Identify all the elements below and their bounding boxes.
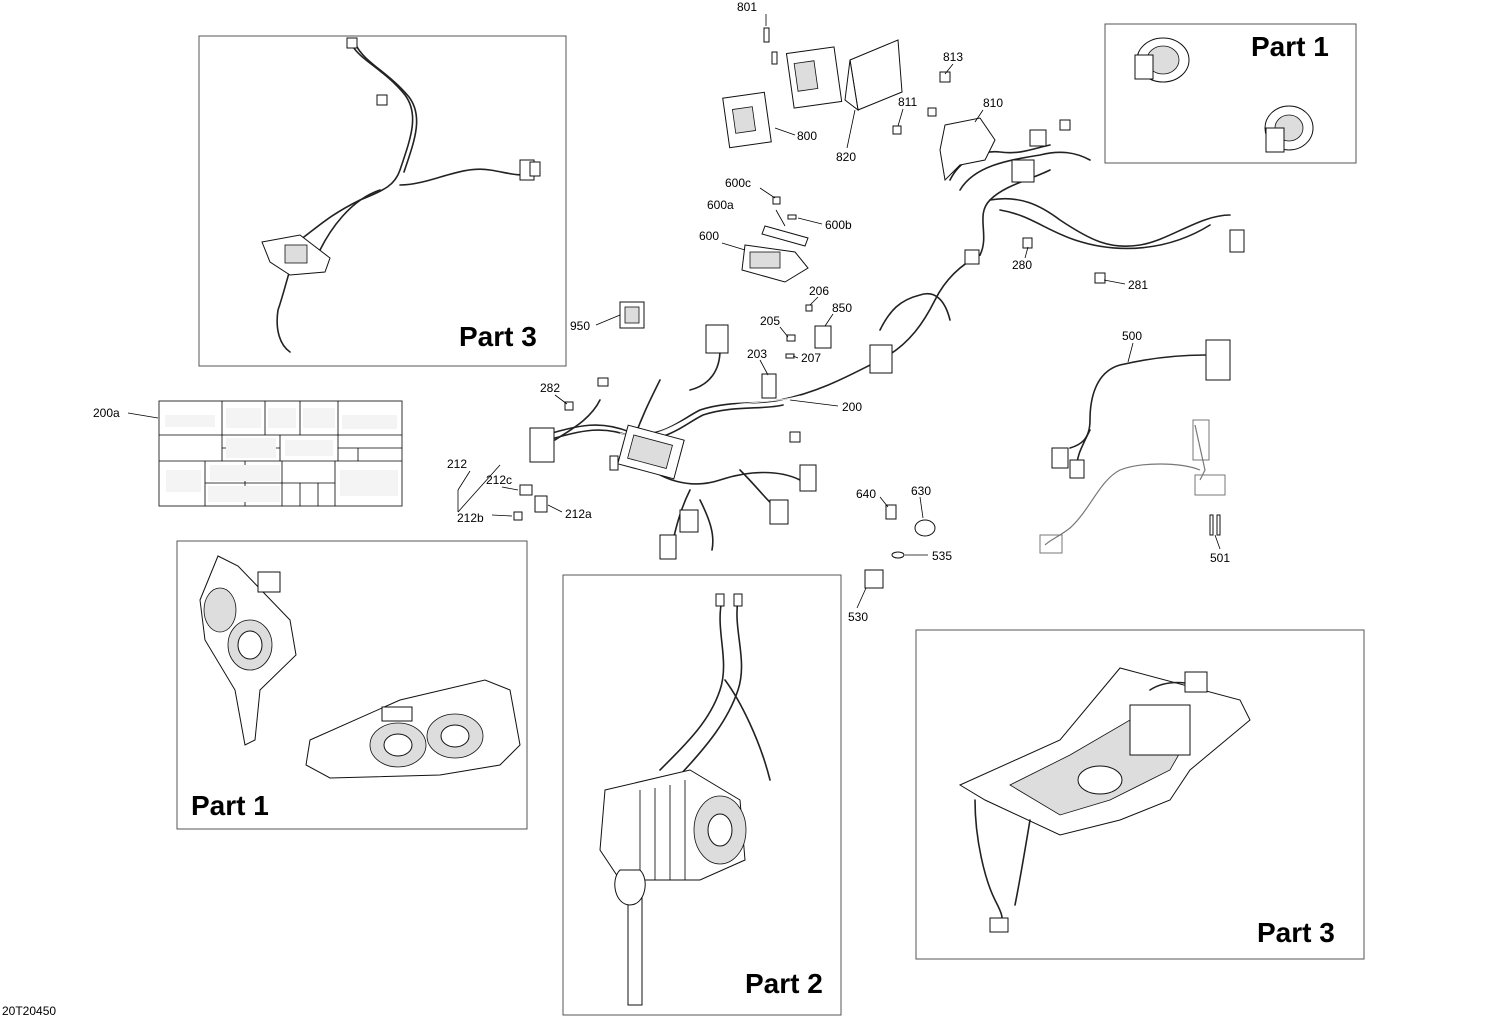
panel-bottom-right: Part 3 bbox=[915, 629, 1365, 960]
main-wiring-harness bbox=[529, 119, 1245, 560]
callout-600: 600 bbox=[699, 229, 719, 243]
callout-640: 640 bbox=[856, 487, 876, 501]
callout-282: 282 bbox=[540, 381, 560, 395]
relay-parts-203-207 bbox=[564, 304, 832, 411]
panel-title-bottom-center: Part 2 bbox=[745, 968, 823, 999]
callout-205: 205 bbox=[760, 314, 780, 328]
callout-212a: 212a bbox=[565, 507, 592, 521]
rear-frame-harness bbox=[958, 667, 1251, 933]
callout-801: 801 bbox=[737, 0, 757, 14]
callout-535: 535 bbox=[932, 549, 952, 563]
callout-630: 630 bbox=[911, 484, 931, 498]
sensors-530-640 bbox=[864, 504, 936, 589]
switch-950 bbox=[619, 301, 645, 329]
module-800 bbox=[722, 46, 843, 149]
panel-bottom-left: Part 1 bbox=[176, 540, 528, 830]
callout-530: 530 bbox=[848, 610, 868, 624]
callout-600b: 600b bbox=[825, 218, 852, 232]
winch-assembly bbox=[599, 593, 771, 1006]
drawing-id: 20T20450 bbox=[2, 1004, 57, 1018]
callout-850: 850 bbox=[832, 301, 852, 315]
leader-lines bbox=[127, 14, 1221, 609]
connectors-212 bbox=[513, 484, 548, 521]
panel-top-right: Part 1 bbox=[1104, 23, 1357, 164]
callout-811: 811 bbox=[898, 95, 917, 109]
panel-top-left: Part 3 bbox=[198, 35, 567, 367]
panel-title-top-right: Part 1 bbox=[1251, 31, 1329, 62]
callout-200: 200 bbox=[842, 400, 862, 414]
harness-501 bbox=[1039, 419, 1226, 554]
panel-title-top-left: Part 3 bbox=[459, 321, 537, 352]
fuse-box-label-chart bbox=[158, 400, 403, 507]
callout-200a: 200a bbox=[93, 406, 120, 420]
callout-800: 800 bbox=[797, 129, 817, 143]
screws-801 bbox=[763, 27, 778, 65]
panel-title-bottom-right: Part 3 bbox=[1257, 917, 1335, 948]
callout-212c: 212c bbox=[486, 473, 512, 487]
headlight-assemblies bbox=[199, 555, 521, 779]
harness-500 bbox=[1051, 339, 1231, 479]
callout-820: 820 bbox=[836, 150, 856, 164]
callout-280: 280 bbox=[1012, 258, 1032, 272]
callout-281: 281 bbox=[1128, 278, 1148, 292]
callout-203: 203 bbox=[747, 347, 767, 361]
bracket-810 bbox=[892, 71, 996, 182]
callout-600a: 600a bbox=[707, 198, 734, 212]
callout-500: 500 bbox=[1122, 329, 1142, 343]
callout-600c: 600c bbox=[725, 176, 751, 190]
callout-810: 810 bbox=[983, 96, 1003, 110]
callout-212b: 212b bbox=[457, 511, 484, 525]
callout-950: 950 bbox=[570, 319, 590, 333]
callout-labels: 801 813 810 811 800 820 600c 600a 600b 6… bbox=[93, 0, 1230, 624]
headlight-bulb-sockets bbox=[1134, 37, 1314, 153]
callout-501: 501 bbox=[1210, 551, 1230, 565]
callout-813: 813 bbox=[943, 50, 963, 64]
panel-title-bottom-left: Part 1 bbox=[191, 790, 269, 821]
panel-bottom-center: Part 2 bbox=[562, 574, 842, 1016]
callout-212: 212 bbox=[447, 457, 467, 471]
bracket-820 bbox=[844, 39, 903, 112]
callout-206: 206 bbox=[809, 284, 829, 298]
callout-207: 207 bbox=[801, 351, 821, 365]
fuse-box-600 bbox=[741, 196, 809, 283]
rear-harness-drawing bbox=[261, 37, 541, 353]
